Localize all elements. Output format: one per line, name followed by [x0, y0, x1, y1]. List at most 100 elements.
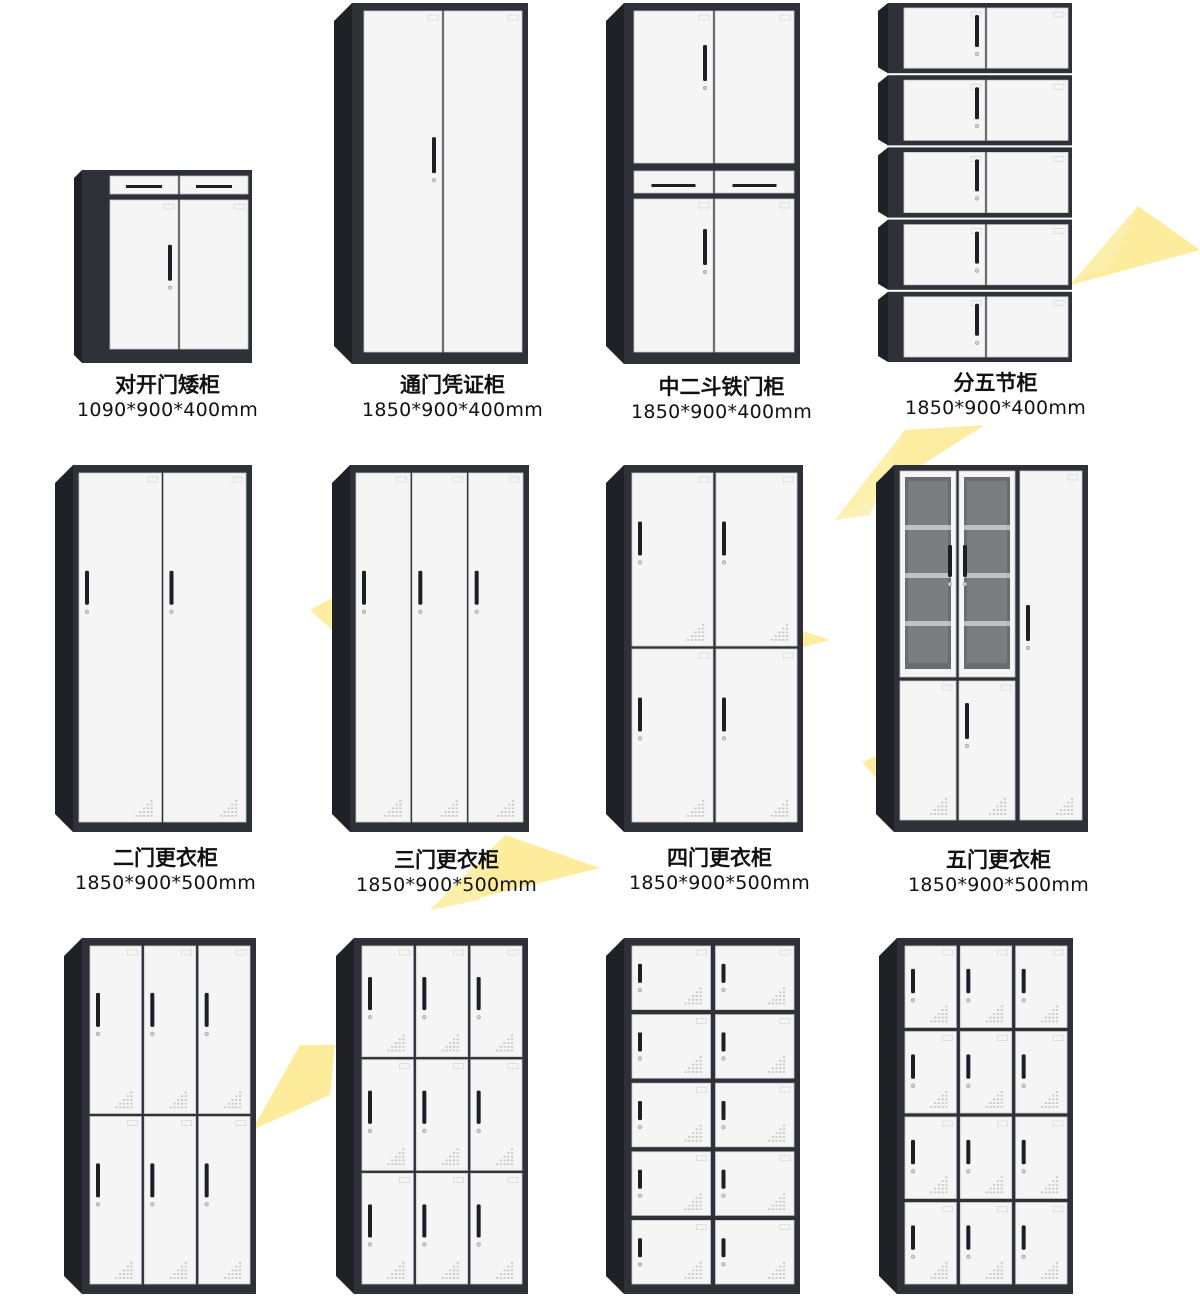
- lock-icon: [367, 1015, 373, 1020]
- handle-icon: [368, 1204, 372, 1238]
- cabinet-door: [903, 7, 986, 69]
- cabinet-door: [198, 1116, 251, 1285]
- product-caption: 分五节柜 1850*900*400mm: [883, 370, 1108, 420]
- cabinet-door: [179, 199, 249, 350]
- cabinet-door: [959, 945, 1013, 1028]
- cabinet-image: [74, 170, 252, 363]
- handle-icon: [638, 1238, 642, 1258]
- cabinet-door: [631, 1082, 711, 1148]
- lock-icon: [476, 1128, 481, 1133]
- lock-icon: [974, 51, 980, 57]
- product-name: 对开门矮柜: [115, 373, 220, 397]
- vent-icon: [985, 1262, 1003, 1279]
- drawer-row: [633, 170, 795, 194]
- cabinet-door: [715, 472, 798, 647]
- handle-icon: [96, 1163, 100, 1198]
- vent-icon: [220, 800, 238, 817]
- product-caption: 中二斗铁门柜 1850*900*400mm: [609, 374, 834, 424]
- lock-icon: [910, 1169, 916, 1174]
- cabinet-drawing: [74, 170, 252, 363]
- product-size: 1850*900*500mm: [74, 872, 257, 894]
- cabinet-drawing: [606, 3, 800, 364]
- shelf: [964, 621, 1010, 626]
- product-name: 二门更衣柜: [113, 846, 218, 870]
- product-name: 五门更衣柜: [946, 848, 1051, 872]
- vent-icon: [771, 624, 789, 641]
- cabinet-image: [606, 3, 800, 364]
- vent-icon: [684, 1056, 702, 1073]
- cabinet-drawing: [606, 465, 803, 832]
- cabinet-door: [363, 10, 443, 353]
- lock-icon: [204, 1031, 209, 1036]
- glass-door: [958, 470, 1016, 678]
- handle-icon: [1021, 968, 1026, 994]
- cabinet-drawing: [334, 3, 528, 364]
- cabinet-door: [415, 945, 469, 1058]
- lock-icon: [966, 998, 971, 1003]
- cabinet-image: [336, 938, 528, 1294]
- product-size: 1090*900*400mm: [76, 399, 259, 421]
- cabinet-door: [163, 472, 247, 823]
- cabinet-image: [334, 3, 528, 364]
- cabinet-drawing: [336, 938, 528, 1294]
- cabinet-drawing: [55, 465, 252, 832]
- lock-icon: [476, 1015, 481, 1020]
- cabinet-door: [89, 1116, 142, 1285]
- handle-icon: [975, 231, 979, 264]
- lock-icon: [84, 609, 90, 614]
- vent-icon: [497, 800, 515, 817]
- cabinet-door: [361, 1172, 414, 1285]
- lock-icon: [637, 736, 643, 741]
- vent-icon: [169, 1262, 187, 1279]
- cabinet-door: [470, 1059, 523, 1171]
- cabinet-drawing: [64, 938, 256, 1294]
- handle-icon: [168, 244, 172, 281]
- cabinet-drawing: [332, 465, 529, 832]
- drawer-handle-icon: [126, 185, 162, 188]
- shelf: [964, 525, 1010, 530]
- cabinet-door: [1019, 470, 1083, 821]
- vent-icon: [387, 1034, 405, 1052]
- lock-icon: [1021, 998, 1026, 1003]
- handle-icon: [703, 229, 707, 265]
- product-name: 分五节柜: [953, 371, 1038, 395]
- vent-icon: [985, 1091, 1003, 1108]
- cabinet-drawing: [878, 3, 1072, 362]
- glass-door: [899, 470, 957, 678]
- lock-icon: [367, 1128, 373, 1133]
- handle-icon: [476, 1204, 481, 1238]
- lock-icon: [1021, 1254, 1026, 1259]
- lock-icon: [964, 743, 970, 749]
- handle-icon: [975, 303, 979, 336]
- vent-icon: [441, 1148, 459, 1166]
- cabinet-image: [332, 465, 529, 832]
- lock-icon: [637, 1193, 643, 1198]
- handle-icon: [85, 570, 89, 605]
- yellow-accent-shape: [1075, 206, 1138, 280]
- product-caption: 对开门矮柜 1090*900*400mm: [55, 372, 280, 422]
- lock-icon: [431, 178, 437, 183]
- lock-icon: [367, 1242, 373, 1247]
- cabinet-door: [715, 1082, 795, 1148]
- handle-icon: [722, 697, 726, 732]
- cabinet-image: [876, 465, 1088, 832]
- lock-icon: [721, 560, 727, 565]
- handle-icon: [1021, 1139, 1026, 1165]
- handle-icon: [638, 1169, 642, 1189]
- cabinet-image: [606, 465, 803, 832]
- drawer-row: [109, 175, 249, 195]
- cabinet-door: [715, 1151, 795, 1216]
- product-caption: 通门凭证柜 1850*900*400mm: [340, 372, 565, 422]
- lock-icon: [637, 1056, 643, 1061]
- lock-icon: [637, 1262, 643, 1267]
- handle-icon: [911, 1054, 915, 1079]
- handle-icon: [422, 1204, 427, 1238]
- cabinet-door: [443, 10, 523, 353]
- product-size: 1850*900*500mm: [628, 872, 811, 894]
- product-size: 1850*900*500mm: [907, 874, 1090, 896]
- vent-icon: [1041, 1176, 1059, 1194]
- lock-icon: [721, 1262, 726, 1267]
- cabinet-door: [715, 1014, 795, 1079]
- handle-icon: [721, 1169, 726, 1189]
- product-caption: 三门更衣柜 1850*900*500mm: [334, 847, 559, 897]
